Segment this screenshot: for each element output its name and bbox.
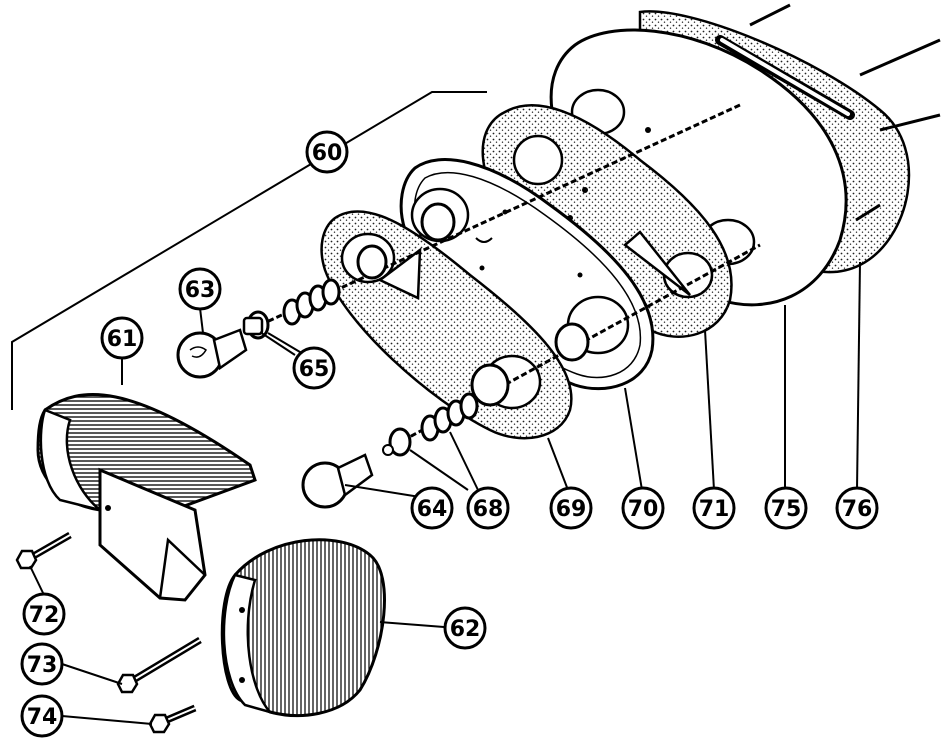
lower-bulb-part-64 (301, 453, 374, 509)
svg-text:72: 72 (29, 603, 60, 628)
screw-part-73 (116, 636, 202, 694)
svg-text:76: 76 (842, 497, 873, 522)
svg-text:71: 71 (699, 497, 730, 522)
callout-63: 63 (178, 267, 222, 311)
callout-75: 75 (764, 486, 808, 530)
svg-text:73: 73 (27, 653, 58, 678)
svg-text:62: 62 (450, 617, 481, 642)
callout-71: 71 (692, 486, 736, 530)
upper-lens-hood-part-61 (36, 393, 257, 602)
callout-70: 70 (621, 486, 665, 530)
lower-bulb-holder (470, 322, 590, 407)
svg-text:63: 63 (185, 278, 216, 303)
callout-69: 69 (549, 486, 593, 530)
callout-61: 61 (100, 316, 144, 360)
callout-65: 65 (292, 346, 336, 390)
lower-lens-hood-part-62 (220, 538, 386, 718)
upper-bulb-holder (356, 202, 456, 280)
lower-contact-part-68 (382, 427, 412, 457)
upper-contact-part-65 (242, 310, 270, 340)
svg-text:60: 60 (312, 141, 343, 166)
callout-73: 73 (20, 642, 64, 686)
upper-spring-shaft (259, 103, 741, 327)
svg-text:65: 65 (299, 357, 330, 382)
svg-text:70: 70 (628, 497, 659, 522)
callout-62: 62 (443, 606, 487, 650)
callout-72: 72 (22, 592, 66, 636)
screw-part-74 (148, 704, 197, 734)
callout-60: 60 (305, 130, 349, 174)
svg-text:64: 64 (417, 497, 448, 522)
callout-74: 74 (20, 694, 64, 738)
svg-text:69: 69 (556, 497, 587, 522)
callout-68: 68 (466, 486, 510, 530)
reflector-plate-part-70 (399, 158, 655, 391)
svg-text:74: 74 (27, 705, 58, 730)
screw-part-72 (15, 531, 72, 570)
svg-text:75: 75 (771, 497, 802, 522)
leader-lines (29, 261, 861, 725)
upper-bulb-part-63 (176, 328, 248, 379)
callout-76: 76 (835, 486, 879, 530)
svg-text:61: 61 (107, 327, 138, 352)
assembly-bracket-line (11, 91, 487, 410)
svg-text:68: 68 (473, 497, 504, 522)
callout-64: 64 (410, 486, 454, 530)
